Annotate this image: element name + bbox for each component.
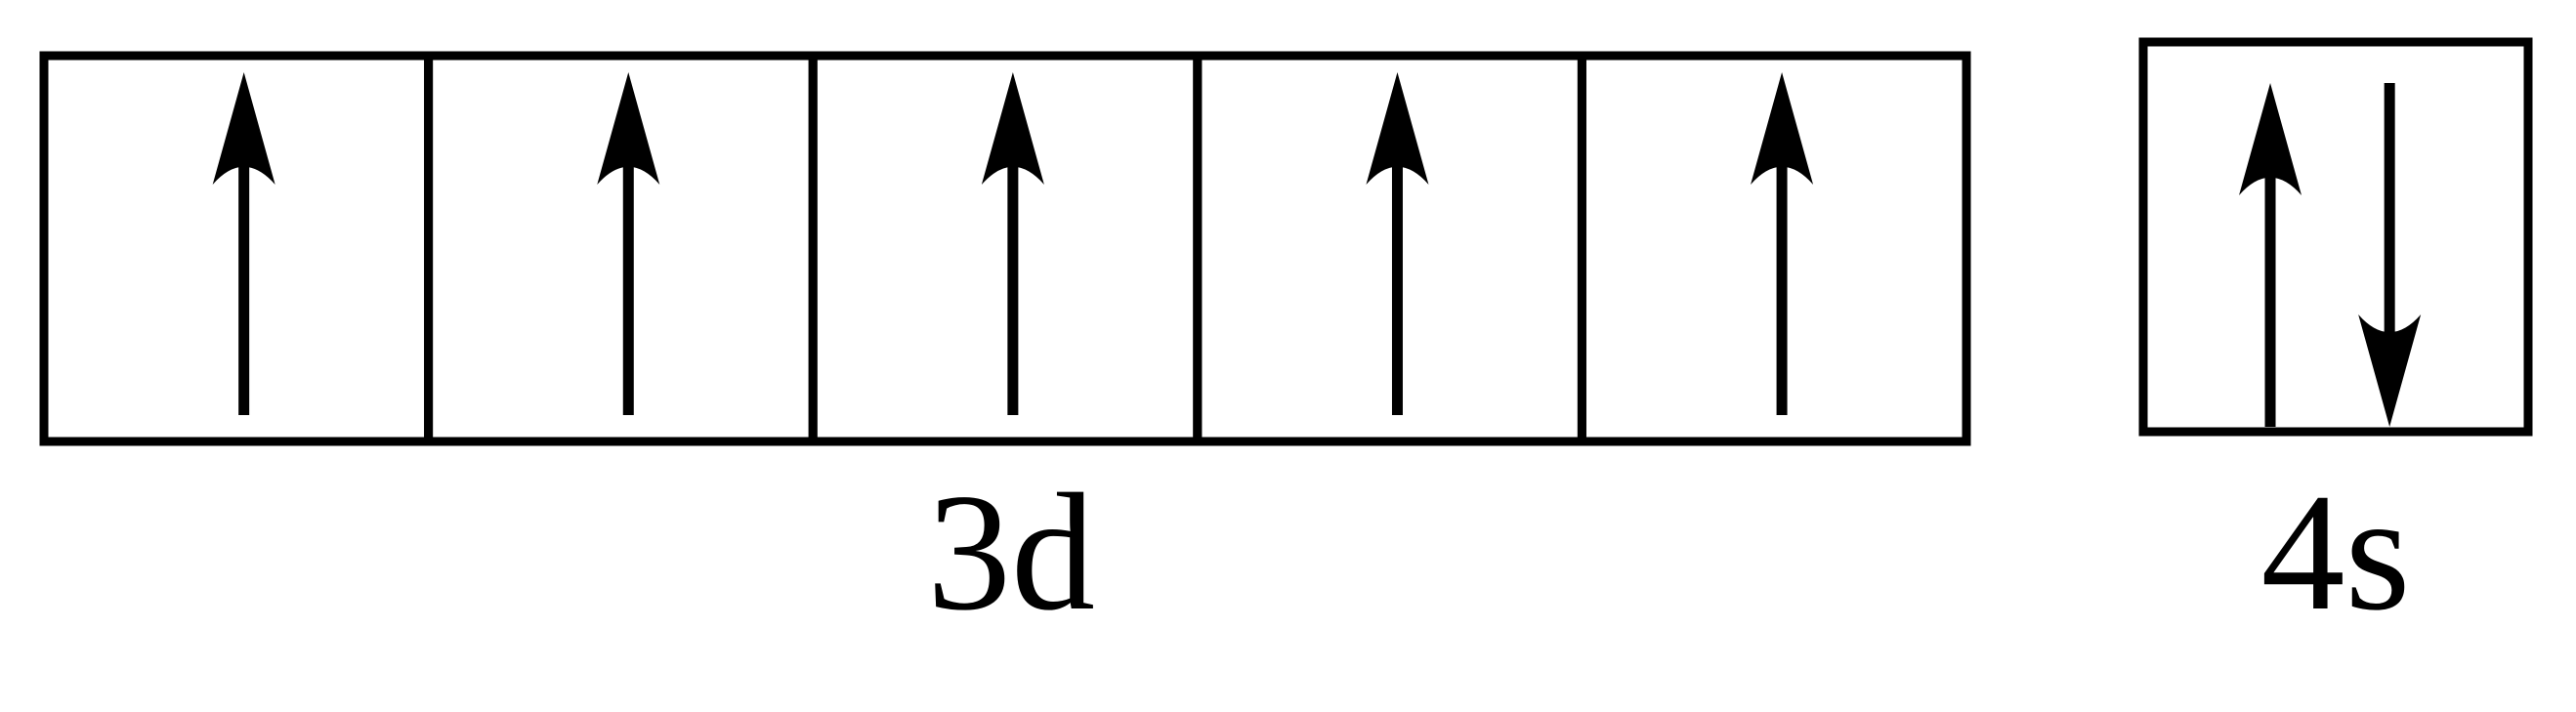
subshell-label-4s: 4s: [2260, 460, 2411, 646]
up-arrow-icon: [597, 72, 660, 415]
up-arrow-icon: [1366, 72, 1429, 415]
subshell-4s: [2138, 37, 2533, 437]
orbital-box: [2138, 37, 2533, 437]
up-arrow-icon: [2239, 83, 2302, 427]
up-arrow-icon: [1751, 72, 1814, 415]
subshell-label-3d: 3d: [927, 460, 1095, 646]
up-arrow-icon: [212, 72, 275, 415]
down-arrow-icon: [2358, 83, 2422, 427]
up-arrow-icon: [981, 72, 1044, 415]
orbital-box: [1577, 51, 1971, 446]
subshell-3d: [39, 51, 1971, 446]
